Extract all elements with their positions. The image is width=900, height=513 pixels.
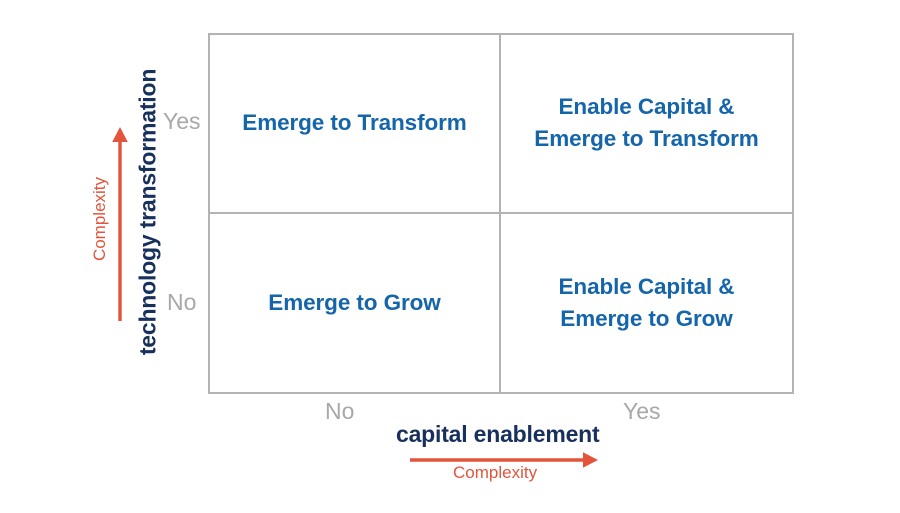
quadrant-bottom-right-label: Enable Capital & Emerge to Grow [559, 271, 735, 335]
y-axis-complexity-arrow [108, 125, 132, 321]
matrix-grid: Emerge to Transform Enable Capital & Eme… [208, 33, 794, 394]
quadrant-bottom-left[interactable]: Emerge to Grow [210, 213, 501, 392]
y-axis-complexity-label: Complexity [90, 176, 109, 262]
x-axis-tick-yes: Yes [623, 398, 661, 424]
quadrant-bottom-right-line-2: Emerge to Grow [560, 305, 733, 331]
x-axis-tick-no: No [325, 398, 355, 424]
quadrant-top-right-label: Enable Capital & Emerge to Transform [534, 91, 759, 155]
quadrant-bottom-left-label: Emerge to Grow [268, 287, 440, 319]
quadrant-top-right-line-1: Enable Capital & [558, 94, 735, 120]
y-axis-title: technology transformation [134, 68, 161, 356]
quadrant-top-right[interactable]: Enable Capital & Emerge to Transform [501, 35, 792, 214]
x-axis-title: capital enablement [396, 421, 600, 447]
quadrant-top-left[interactable]: Emerge to Transform [210, 35, 501, 214]
x-axis-complexity-arrow [410, 448, 600, 472]
quadrant-bottom-right-line-1: Enable Capital & [558, 273, 735, 299]
x-axis-complexity-label: Complexity [453, 463, 538, 482]
y-axis-tick-yes: Yes [163, 108, 201, 134]
quadrant-bottom-left-line-1: Emerge to Grow [268, 289, 441, 315]
quadrant-top-left-label: Emerge to Transform [242, 107, 467, 139]
quadrant-bottom-right[interactable]: Enable Capital & Emerge to Grow [501, 214, 792, 393]
y-axis-tick-no: No [167, 289, 197, 315]
quadrant-top-right-line-2: Emerge to Transform [534, 126, 759, 152]
quadrant-top-left-line-1: Emerge to Transform [242, 110, 467, 136]
